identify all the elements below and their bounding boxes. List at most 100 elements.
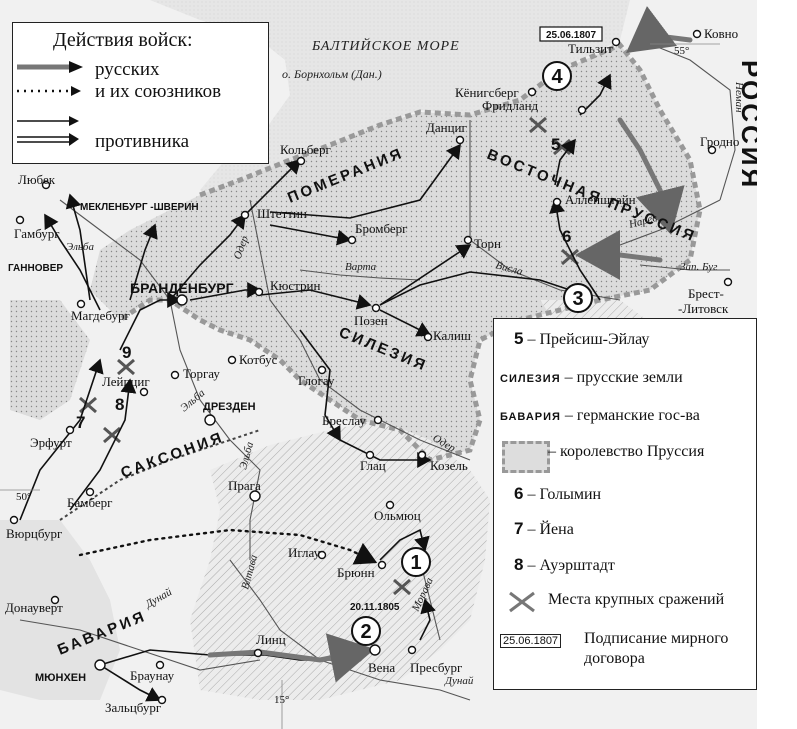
legend-text-treaty: Подписание мирного договора xyxy=(584,630,729,667)
baltic-sea xyxy=(150,0,630,200)
label-posen: Позен xyxy=(354,313,388,328)
label-wurzburg: Вюрцбург xyxy=(6,526,62,541)
legend-row-auerstedt: 8 – Ауэрштадт xyxy=(514,555,615,575)
legend-sep: – xyxy=(523,521,540,538)
arrow-breslau-kosel xyxy=(339,439,432,468)
label-leipzig: Лейпциг xyxy=(102,374,150,389)
city-kotbus xyxy=(227,355,237,365)
arrow-stettin-kolberg xyxy=(244,158,302,216)
legend-key-5: 5 xyxy=(514,329,524,348)
city-braunau xyxy=(155,660,165,670)
warta-river xyxy=(299,269,421,281)
city-magdeburg xyxy=(76,299,86,309)
battle-number-leipzig: 9 xyxy=(122,343,131,362)
event-number-thorn: 3 xyxy=(572,288,583,310)
legend-sep: – xyxy=(560,369,577,386)
legend-enemy-arrowhead-2 xyxy=(69,133,79,146)
city-konigsberg xyxy=(527,87,537,97)
arrow-wurzburg-jena xyxy=(19,358,104,521)
battle-numbers: 5 6 7 8 9 xyxy=(76,135,571,432)
neman-river xyxy=(639,39,736,201)
arrow-pressburg xyxy=(419,598,436,641)
event-circle-tilsit xyxy=(542,61,572,91)
label-olmutz: Ольмюц xyxy=(374,508,421,523)
legend-text-auerstedt: Ауэрштадт xyxy=(539,557,615,574)
battle-cross-friedland xyxy=(529,116,547,134)
legend-enemy-label: противника xyxy=(95,131,190,152)
legend-row-golymin: 6 – Голымин xyxy=(514,484,601,504)
grid-label-55: 55° xyxy=(674,45,689,57)
arrow-kustrin-posen xyxy=(259,289,372,310)
arrow-to-eylau xyxy=(554,138,576,186)
label-grodno: Гродно xyxy=(700,134,739,149)
city-bamberg xyxy=(85,487,95,497)
city-glogau xyxy=(317,365,327,375)
label-allenstein: Алленштайн xyxy=(565,192,636,207)
arrow-stettin-danzig xyxy=(269,143,461,219)
prussia-territory-west xyxy=(10,300,90,420)
region-label-mecklenburg: МЕКЛЕНБУРГ -ШВЕРИН xyxy=(80,202,199,213)
arrow-thorn-allenstein xyxy=(549,198,601,301)
label-torgau: Торгау xyxy=(183,366,220,381)
label-konigsberg: Кёнигсберг xyxy=(455,85,519,100)
label-donauwert: Донауверт xyxy=(5,600,63,615)
arrow-brandenburg-stettin xyxy=(169,213,246,301)
legend-key-bavaria: БАВАРИЯ xyxy=(500,411,561,423)
city-donauwert xyxy=(50,595,60,605)
legend-movements: Действия войск: русских и их союзников п… xyxy=(12,22,269,164)
arrow-to-hamburg xyxy=(44,213,101,311)
label-kotbus: Котбус xyxy=(239,352,278,367)
label-glogau: Глогау xyxy=(298,373,335,388)
label-kalisch: Калиш xyxy=(433,328,471,343)
date-tilsit: 25.06.1807 xyxy=(546,30,596,41)
prussia-territory xyxy=(90,45,700,460)
city-tilsit xyxy=(611,37,621,47)
region-label-hannover: ГАННОВЕР xyxy=(8,263,63,274)
enemy-movements xyxy=(19,73,612,702)
label-magdeburg: Магдебург xyxy=(71,308,130,323)
arrow-posen-north xyxy=(379,244,472,306)
legend-allies-label: и их союзников xyxy=(95,81,222,102)
legend-russian-arrowhead xyxy=(69,61,83,73)
arrow-posen-thorn xyxy=(379,271,587,306)
arrow-magdeburg-brandenburg xyxy=(119,292,182,351)
battle-cross-austerlitz xyxy=(393,578,411,596)
event-number-vienna: 2 xyxy=(360,621,371,643)
battle-number-auerstedt: 8 xyxy=(115,395,124,414)
legend-row-eylau: 5 – Прейсиш-Эйлау xyxy=(514,329,649,349)
russian-arrow-east-prussia xyxy=(617,117,685,235)
label-kustrin: Кюстрин xyxy=(270,278,320,293)
label-litovsk: -Литовск xyxy=(678,301,729,316)
legend-sep: – xyxy=(523,486,540,503)
label-danzig: Данциг xyxy=(426,120,467,135)
saxony-border xyxy=(59,429,261,521)
city-brunn xyxy=(377,560,387,570)
city-praga xyxy=(249,490,261,502)
label-braunau: Браунау xyxy=(130,668,175,683)
legend-row-treaty: 25.06.1807 xyxy=(500,631,562,649)
event-circle-austerlitz xyxy=(401,547,431,577)
label-praga: Прага xyxy=(228,478,261,493)
label-kovno: Ковно xyxy=(704,26,738,41)
event-circle-thorn xyxy=(563,283,593,313)
grid-label-50: 50° xyxy=(16,491,31,503)
city-munich xyxy=(94,659,106,671)
city-kovno xyxy=(692,29,702,39)
legend-text-kingdom-prussia: королевство Пруссия xyxy=(560,443,705,460)
city-pressburg xyxy=(407,645,417,655)
city-glatz xyxy=(365,450,375,460)
region-label-munich: МЮНХЕН xyxy=(35,672,86,684)
label-iglau: Иглау xyxy=(288,545,321,560)
river-label-neman: Неман xyxy=(733,81,745,113)
label-tilsit: Тильзит xyxy=(568,41,613,56)
legend-row-jena: 7 – Йена xyxy=(514,519,574,539)
label-brest: Брест- xyxy=(688,286,724,301)
city-dresden xyxy=(204,414,216,426)
city-markers xyxy=(9,29,733,705)
legend-row-silesia: СИЛЕЗИЯ – прусские земли xyxy=(500,369,683,387)
russian-arrow-braunau-vienna xyxy=(207,633,375,683)
arrow-posen-kalisch xyxy=(379,309,432,337)
arrow-stettin-bromberg xyxy=(269,224,352,246)
city-posen xyxy=(371,303,381,313)
